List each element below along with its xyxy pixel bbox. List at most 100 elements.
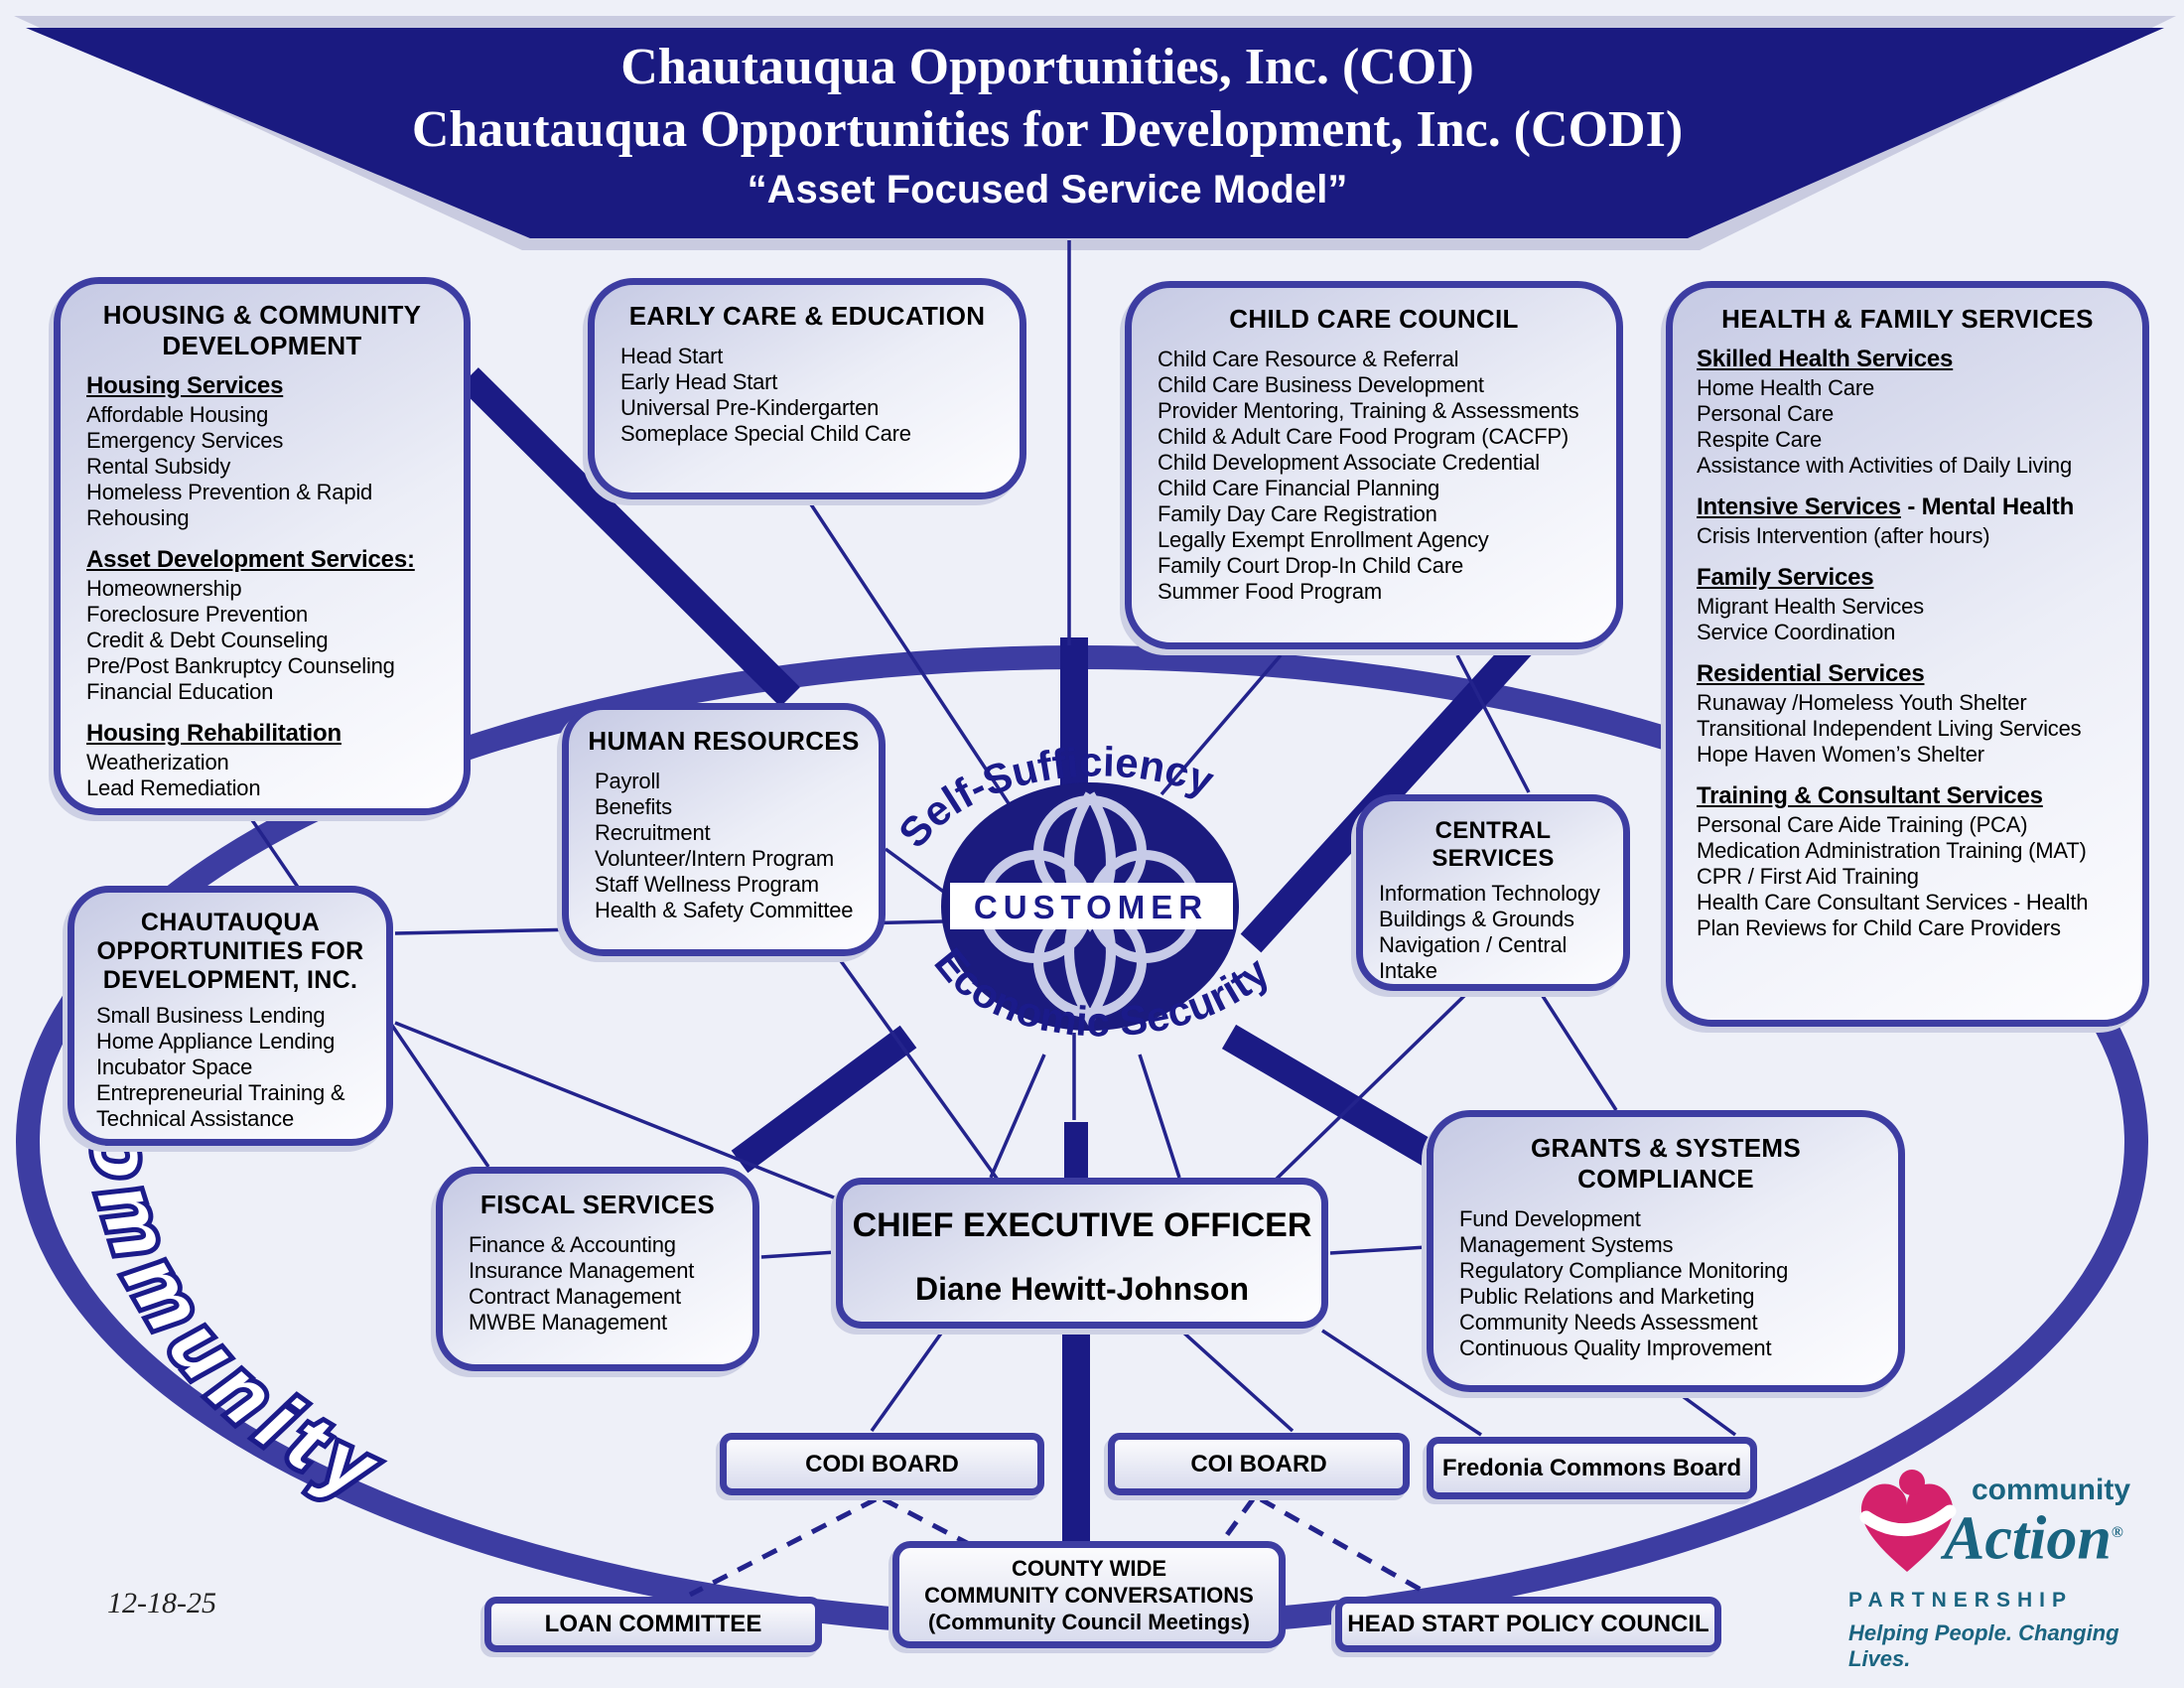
list-item: Volunteer/Intern Program [595, 846, 835, 871]
panel-title: HUMAN RESOURCES [588, 726, 860, 756]
board-label-line3: (Community Council Meetings) [928, 1609, 1250, 1634]
section-items: Personal Care Aide Training (PCA)Medicat… [1697, 812, 2128, 941]
section-heading: Skilled Health Services [1697, 346, 1954, 372]
list-item: Fund Development [1459, 1206, 1641, 1231]
panel-codi: CHAUTAUQUA OPPORTUNITIES FOR DEVELOPMENT… [68, 886, 393, 1146]
panel-title: HEALTH & FAMILY SERVICES [1721, 304, 2094, 334]
list-item: Regulatory Compliance Monitoring [1459, 1258, 1789, 1283]
list-item: Payroll [595, 769, 660, 793]
panel-grants-systems-compliance: GRANTS & SYSTEMS COMPLIANCE Fund Develop… [1427, 1110, 1905, 1392]
list-item: Foreclosure Prevention [86, 602, 309, 627]
list-item: Benefits [595, 794, 672, 819]
logo-action-text: Action [1944, 1504, 2112, 1573]
list-item: Homeownership [86, 576, 242, 601]
list-item: Assistance with Activities of Daily Livi… [1697, 453, 2072, 478]
community-action-partnership-logo: community Action® PARTNERSHIP Helping Pe… [1848, 1468, 2166, 1672]
list-item: Health Care Consultant Services - Health… [1697, 890, 2089, 940]
panel-title: EARLY CARE & EDUCATION [628, 301, 986, 331]
list-item: Head Start [620, 344, 724, 368]
section-items: Crisis Intervention (after hours) [1697, 523, 2128, 549]
list-item: Provider Mentoring, Training & Assessmen… [1158, 398, 1579, 423]
ceo-title: CHIEF EXECUTIVE OFFICER [852, 1206, 1312, 1244]
list-item: Hope Haven Women’s Shelter [1697, 742, 1984, 767]
list-item: Community Needs Assessment [1459, 1310, 1758, 1335]
section-heading-suffix: - Mental Health [1900, 493, 2075, 520]
section-heading: Housing Services [86, 372, 284, 399]
loan-committee-box: LOAN COMMITTEE [484, 1597, 822, 1652]
list-item: Personal Care [1697, 401, 1835, 426]
skilled-health-section: Skilled Health Services Home Health Care… [1697, 347, 2128, 479]
list-item: Universal Pre-Kindergarten [620, 395, 880, 420]
banner-title-coi: Chautauqua Opportunities, Inc. (COI) [620, 39, 1474, 95]
list-item: Financial Education [86, 679, 274, 704]
panel-title: HOUSING & COMMUNITY DEVELOPMENT [102, 300, 422, 360]
list-item: Homeless Prevention & Rapid Rehousing [86, 480, 373, 530]
list-item: Someplace Special Child Care [620, 421, 911, 446]
dashed-connectors [688, 1496, 1432, 1598]
title-banner: Chautauqua Opportunities, Inc. (COI) Cha… [382, 36, 1712, 214]
board-label: COI BOARD [1190, 1450, 1327, 1477]
board-label: HEAD START POLICY COUNCIL [1347, 1611, 1709, 1637]
thin-connectors [248, 240, 1737, 1437]
list-item: Legally Exempt Enrollment Agency [1158, 527, 1489, 552]
banner-trapezoid [26, 28, 2164, 238]
list-item: Finance & Accounting [469, 1232, 676, 1257]
list-item: Health & Safety Committee [595, 898, 854, 922]
list-item: Personal Care Aide Training (PCA) [1697, 812, 2028, 837]
logo-partnership-text: PARTNERSHIP [1848, 1589, 2073, 1612]
board-label: CODI BOARD [805, 1450, 959, 1477]
heart-person-icon [1859, 1470, 1957, 1572]
section-heading: Housing Rehabilitation [86, 720, 341, 747]
list-item: CPR / First Aid Training [1697, 864, 1919, 889]
panel-title: GRANTS & SYSTEMS COMPLIANCE [1530, 1133, 1802, 1194]
section-heading: Training & Consultant Services [1697, 782, 2043, 809]
list-item: Insurance Management [469, 1258, 695, 1283]
list-item: Affordable Housing [86, 402, 269, 427]
customer-emblem: CUSTOMER [941, 782, 1239, 1031]
list-item: Contract Management [469, 1284, 681, 1309]
list-item: Service Coordination [1697, 620, 1896, 644]
banner-title-codi: Chautauqua Opportunities for Development… [411, 101, 1684, 158]
coi-board-box: COI BOARD [1108, 1433, 1410, 1495]
list-item: Home Health Care [1697, 375, 1874, 400]
list-item: Information Technology [1379, 881, 1600, 906]
list-item: Staff Wellness Program [595, 872, 819, 897]
customer-label: CUSTOMER [974, 889, 1208, 925]
customer-band [950, 883, 1233, 929]
county-wide-conversations-box: COUNTY WIDE COMMUNITY CONVERSATIONS (Com… [892, 1541, 1286, 1648]
board-label: LOAN COMMITTEE [544, 1611, 762, 1637]
ceo-name: Diane Hewitt-Johnson [914, 1271, 1249, 1307]
panel-health-family-services: HEALTH & FAMILY SERVICES Skilled Health … [1666, 281, 2149, 1027]
list-item: Public Relations and Marketing [1459, 1284, 1755, 1309]
list-item: Credit & Debt Counseling [86, 628, 329, 652]
section-heading: Family Services [1697, 564, 1874, 591]
list-item: Recruitment [595, 820, 711, 845]
list-item: Buildings & Grounds [1379, 907, 1574, 931]
board-label-line2: COMMUNITY CONVERSATIONS [924, 1582, 1254, 1608]
list-item: Child Care Resource & Referral [1158, 347, 1459, 371]
list-item: Child Development Associate Credential [1158, 450, 1540, 475]
section-heading: Residential Services [1697, 660, 1925, 687]
logo-community-text: community [1972, 1474, 2131, 1506]
list-item: Child & Adult Care Food Program (CACFP) [1158, 424, 1570, 449]
list-item: Home Appliance Lending [96, 1029, 336, 1054]
board-label: Fredonia Commons Board [1441, 1454, 1742, 1481]
list-item: Respite Care [1697, 427, 1822, 452]
list-item: Child Care Business Development [1158, 372, 1484, 397]
list-item: Management Systems [1459, 1232, 1674, 1257]
list-item: MWBE Management [469, 1310, 667, 1335]
panel-child-care-council: CHILD CARE COUNCIL Child Care Resource &… [1125, 281, 1623, 649]
board-label-line1: COUNTY WIDE [1011, 1555, 1167, 1581]
list-item: Incubator Space [96, 1055, 253, 1079]
